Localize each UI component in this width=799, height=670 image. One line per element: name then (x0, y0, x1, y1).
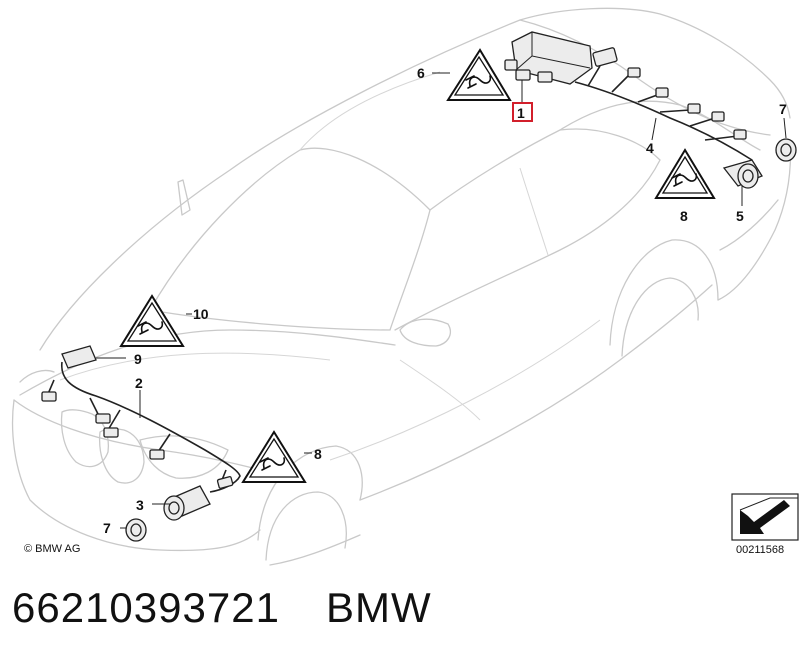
orientation-arrow-icon (740, 500, 790, 534)
front-mounting-ring (125, 518, 147, 542)
warning-triangle-10 (119, 294, 185, 347)
reference-number: 00211568 (736, 544, 784, 556)
callout-8-rear: 8 (680, 208, 688, 224)
rear-mounting-ring (775, 138, 797, 162)
callout-1: 1 (517, 105, 525, 121)
callout-9: 9 (134, 351, 142, 367)
callout-3: 3 (136, 497, 144, 513)
car-outline (11, 7, 792, 566)
callout-2: 2 (135, 375, 143, 391)
highlight-box (512, 102, 533, 122)
rear-pdc-sensor (722, 159, 763, 189)
front-wiring-harness (41, 345, 241, 493)
rear-wiring-harness (574, 47, 753, 161)
callout-5: 5 (736, 208, 744, 224)
callout-7-rear: 7 (779, 101, 787, 117)
brand-name: BMW (325, 584, 432, 631)
warning-triangle-6 (446, 48, 512, 101)
warning-triangle-8-rear (654, 148, 716, 199)
callout-10: 10 (193, 306, 209, 322)
part-caption: 66210393721 BMW (12, 584, 478, 632)
reference-box (731, 493, 799, 541)
leader-lines (96, 72, 787, 529)
part-number: 66210393721 (12, 584, 280, 631)
callout-8-front: 8 (314, 446, 322, 462)
warning-triangle-8-front (241, 430, 307, 483)
callout-4: 4 (646, 140, 654, 156)
callout-7-front: 7 (103, 520, 111, 536)
callout-6: 6 (417, 65, 425, 81)
pdc-control-unit (504, 31, 593, 85)
copyright-text: © BMW AG (24, 543, 80, 555)
front-pdc-sensor (163, 485, 211, 521)
